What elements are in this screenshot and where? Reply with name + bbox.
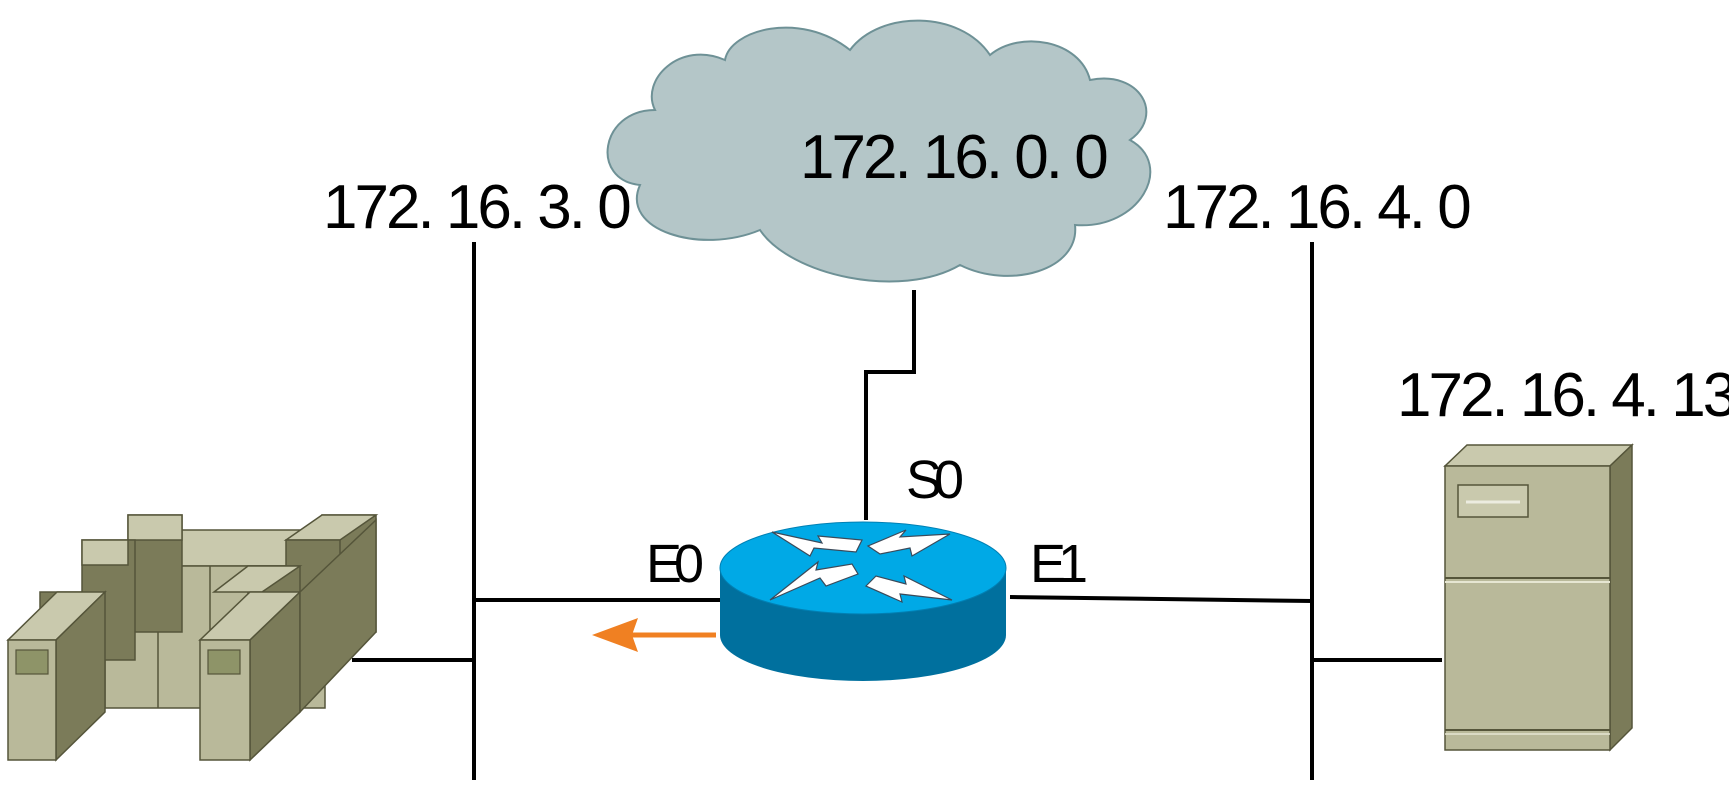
arrow-left-icon [592, 618, 716, 652]
port-e1-label: E1 [1030, 534, 1086, 594]
cloud-label: 172. 16. 0. 0 [800, 123, 1107, 192]
e1-link [1009, 595, 1313, 603]
port-e0-label: E0 [646, 534, 702, 594]
cloud-icon [606, 19, 1152, 283]
port-s0-label: S0 [906, 450, 962, 510]
server-tower-icon [1443, 443, 1634, 752]
mainframe-cluster-icon [6, 514, 379, 762]
right-network-label: 172. 16. 4. 0 [1163, 173, 1470, 242]
s0-link [864, 290, 916, 520]
host-ip-label: 172. 16. 4. 13 [1397, 361, 1729, 430]
router-icon [719, 521, 1007, 681]
cloud-network: 172. 16. 0. 0 [606, 19, 1152, 283]
left-network-label: 172. 16. 3. 0 [323, 173, 630, 242]
